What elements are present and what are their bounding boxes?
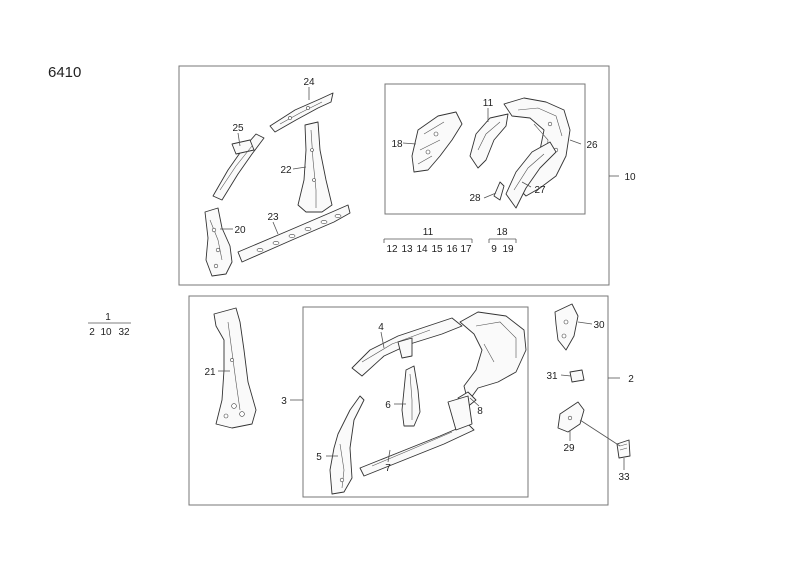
part-29-bracket[interactable] [557,401,585,433]
callout-8: 8 [477,406,483,417]
outer-side-subassembly-frame [302,306,529,498]
part-5-front-pillar-outer[interactable] [329,395,365,495]
part-11-wheelhouse-inner[interactable] [469,113,509,169]
group-18: 18 9 19 [491,227,514,255]
callout-28: 28 [469,193,481,204]
rear-inner-subassembly-frame [384,83,586,215]
group-18-child: 9 [491,244,497,255]
callout-7: 7 [385,463,391,474]
callout-31: 31 [546,371,558,382]
part-30-bracket[interactable] [554,303,579,351]
group-11-child: 17 [460,244,472,255]
part-22-center-pillar[interactable] [297,121,333,213]
part-6-center-pillar-outer[interactable] [401,365,421,427]
callout-6: 6 [385,400,391,411]
part-31-clip[interactable] [569,369,585,383]
part-28-bracket[interactable] [493,181,505,201]
callout-27: 27 [534,185,546,196]
callout-4: 4 [378,322,384,333]
group-11-child: 15 [431,244,443,255]
part-20-front-pillar-lower[interactable] [204,207,233,277]
group-1-child: 2 [89,327,95,338]
part-7-side-sill-outer[interactable] [359,395,475,477]
callout-30: 30 [593,320,605,331]
callout-23: 23 [267,212,279,223]
part-4-roof-rail-outer[interactable] [351,317,463,377]
part-18-rear-inner-panel[interactable] [411,111,463,173]
callout-33: 33 [618,472,630,483]
group-11-child: 16 [446,244,458,255]
callout-25: 25 [232,123,244,134]
callout-18: 18 [391,139,403,150]
group-11-parent: 11 [423,227,434,238]
callout-24: 24 [303,77,315,88]
callout-20: 20 [234,225,246,236]
group-18-parent: 18 [496,227,508,238]
part-25-front-pillar-upper[interactable] [212,133,265,201]
callout-26: 26 [586,140,598,151]
group-11-child: 12 [386,244,398,255]
part-21-center-pillar-inner[interactable] [213,307,257,429]
part-8-quarter-outer[interactable] [457,311,527,409]
part-27-wheelhouse-outer[interactable] [505,141,557,209]
group-18-child: 19 [502,244,514,255]
callout-5: 5 [316,452,322,463]
part-33-grommet[interactable] [616,439,631,459]
group-11: 11 12 13 14 15 16 17 [386,227,472,255]
group-1-child: 32 [118,327,130,338]
part-23-rocker-inner[interactable] [237,204,351,263]
group-1-child: 10 [100,327,112,338]
lower-assembly-frame [188,295,609,506]
callout-labels: 24 25 22 20 23 18 11 26 27 28 10 21 4 6 … [204,77,636,483]
callout-10: 10 [624,172,636,183]
callout-3: 3 [281,396,287,407]
upper-assembly-frame [178,65,610,286]
part-24-roof-rail[interactable] [269,92,334,133]
group-11-child: 13 [401,244,413,255]
callout-29: 29 [563,443,575,454]
callout-22: 22 [280,165,292,176]
group-1: 1 2 10 32 [89,312,130,338]
group-11-child: 14 [416,244,428,255]
callout-11: 11 [483,98,494,109]
callout-21: 21 [204,367,216,378]
leader-lines [88,87,625,470]
diagram-code: 6410 [48,64,81,81]
group-1-parent: 1 [105,312,111,323]
callout-2: 2 [628,374,634,385]
